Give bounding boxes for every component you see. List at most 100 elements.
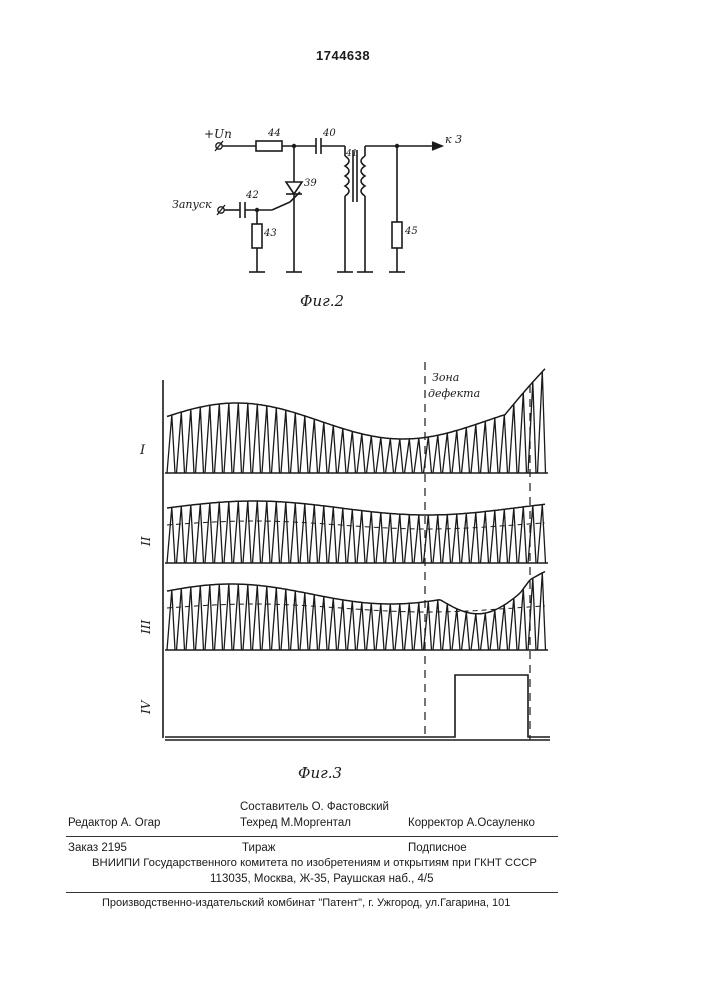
trace-1-pulse bbox=[196, 407, 204, 473]
trace-3-pulse bbox=[519, 589, 527, 650]
trace-2-pulse bbox=[376, 513, 384, 563]
trace-2-pulse bbox=[500, 509, 508, 563]
t41-label: 41 bbox=[345, 149, 357, 159]
trace-3-pulse bbox=[167, 590, 175, 650]
fig3-waveform-diagram: Зона дефекта I II III IV Фиг.3 bbox=[0, 340, 707, 790]
address-line: 113035, Москва, Ж-35, Раушская наб., 4/5 bbox=[210, 873, 433, 885]
trace-3-pulse bbox=[186, 587, 194, 650]
defect-zone-label-line2: дефекта bbox=[428, 387, 480, 400]
trace-3-pulse bbox=[291, 591, 299, 650]
trace-2-pulse bbox=[300, 504, 308, 563]
trace-1-pulse bbox=[509, 404, 517, 473]
trace-2-pulse bbox=[433, 515, 441, 563]
trace-1-pulse bbox=[319, 422, 327, 473]
trace-1-pulse bbox=[424, 437, 432, 473]
trace-2-pulse bbox=[329, 507, 337, 563]
trace-label-3: III bbox=[139, 620, 153, 635]
trace-2-pulse bbox=[471, 513, 479, 564]
trace-1-pulse bbox=[300, 416, 308, 473]
trace-3-pulse bbox=[462, 612, 470, 650]
trace-2-pulse bbox=[414, 515, 422, 563]
trace-3-pulse bbox=[395, 604, 403, 650]
trace-2-pulse bbox=[291, 503, 299, 563]
trace-3-pulse bbox=[538, 573, 546, 650]
trace-2-pulse bbox=[196, 504, 204, 563]
trace-1-pulse bbox=[177, 412, 185, 473]
trace-1-pulse bbox=[272, 408, 280, 473]
trace-2-pulse bbox=[462, 513, 470, 563]
trace-1-pulse bbox=[243, 403, 251, 473]
trace-2-pulse bbox=[405, 515, 413, 563]
defect-zone-label-line1: Зона bbox=[432, 371, 459, 384]
trace-2-pulse bbox=[338, 508, 346, 563]
trace-1-pulse bbox=[281, 410, 289, 473]
trace-2-pulse bbox=[452, 514, 460, 563]
output-label: к 3 bbox=[445, 133, 462, 146]
trace-2-pulse bbox=[186, 505, 194, 563]
trace-3-pulse bbox=[500, 605, 508, 650]
circulation-line: Тираж bbox=[242, 842, 275, 854]
trace-2-pulse bbox=[167, 507, 175, 563]
trace-2-pulse bbox=[528, 506, 536, 563]
trace-1-pulse bbox=[471, 425, 479, 474]
trace-3-pulse bbox=[528, 578, 536, 650]
trace-3-pulse bbox=[281, 589, 289, 650]
trace-4-pulse bbox=[165, 675, 550, 737]
trace-1-pulse bbox=[500, 415, 508, 473]
trace-2-pulse bbox=[281, 502, 289, 563]
trace-2-pulse bbox=[386, 514, 394, 564]
fig2-caption: Фиг.2 bbox=[300, 292, 344, 310]
trace-2-pulse bbox=[348, 510, 356, 564]
divider bbox=[66, 892, 558, 893]
r43-label: 43 bbox=[263, 228, 277, 239]
trace-1-pulse bbox=[528, 382, 536, 473]
trace-2-pulse bbox=[177, 506, 185, 563]
trace-3-pulse bbox=[234, 584, 242, 650]
r45-label: 45 bbox=[404, 226, 418, 237]
c42-label: 42 bbox=[245, 190, 259, 201]
trace-3-pulse bbox=[319, 597, 327, 651]
divider bbox=[66, 836, 558, 837]
trace-3-pulse bbox=[300, 593, 308, 650]
trace-2-pulse bbox=[272, 502, 280, 563]
supply-label: +Uп bbox=[204, 127, 232, 141]
trace-3-pulse bbox=[310, 595, 318, 650]
corrector-line: Корректор А.Осауленко bbox=[408, 817, 535, 829]
trace-1-pulse bbox=[205, 405, 213, 473]
compiler-line: Составитель О. Фастовский bbox=[240, 801, 389, 813]
trace-1-pulse bbox=[462, 428, 470, 473]
trace-2-pulse bbox=[367, 512, 375, 563]
trace-2-pulse bbox=[481, 512, 489, 564]
trace-3-pulse bbox=[215, 584, 223, 650]
trace-1-pulse bbox=[367, 436, 375, 473]
order-line: Заказ 2195 bbox=[68, 842, 127, 854]
trace-1-pulse bbox=[291, 413, 299, 473]
printer-line: Производственно-издательский комбинат "П… bbox=[102, 897, 510, 909]
trace-2-reference-level bbox=[167, 521, 545, 529]
trace-1-pulse bbox=[215, 404, 223, 473]
trace-label-2: II bbox=[139, 536, 153, 547]
trace-label-1: I bbox=[139, 443, 146, 458]
trace-3-pulse bbox=[509, 598, 517, 650]
trigger-label: Запуск bbox=[172, 198, 212, 211]
trace-3-pulse bbox=[414, 603, 422, 651]
trace-2-pulse bbox=[395, 514, 403, 563]
trace-label-4: IV bbox=[139, 699, 153, 715]
trace-1-pulse bbox=[310, 419, 318, 473]
trace-3-pulse bbox=[424, 601, 432, 650]
trace-3-envelope bbox=[167, 572, 545, 614]
trace-2-pulse bbox=[243, 501, 251, 563]
trace-2-pulse bbox=[234, 501, 242, 563]
trace-3-pulse bbox=[262, 586, 270, 650]
trace-2-envelope bbox=[167, 501, 545, 515]
trace-3-pulse bbox=[481, 613, 489, 650]
trace-3-pulse bbox=[243, 585, 251, 651]
trace-3-pulse bbox=[452, 609, 460, 650]
trace-1-envelope bbox=[167, 369, 545, 439]
trace-1-pulse bbox=[414, 438, 422, 473]
trace-2-pulse bbox=[538, 505, 546, 563]
resistor-45-symbol bbox=[392, 222, 402, 248]
trace-2-pulse bbox=[262, 501, 270, 563]
r44-label: 44 bbox=[267, 128, 281, 139]
trace-3-pulse bbox=[177, 589, 185, 651]
